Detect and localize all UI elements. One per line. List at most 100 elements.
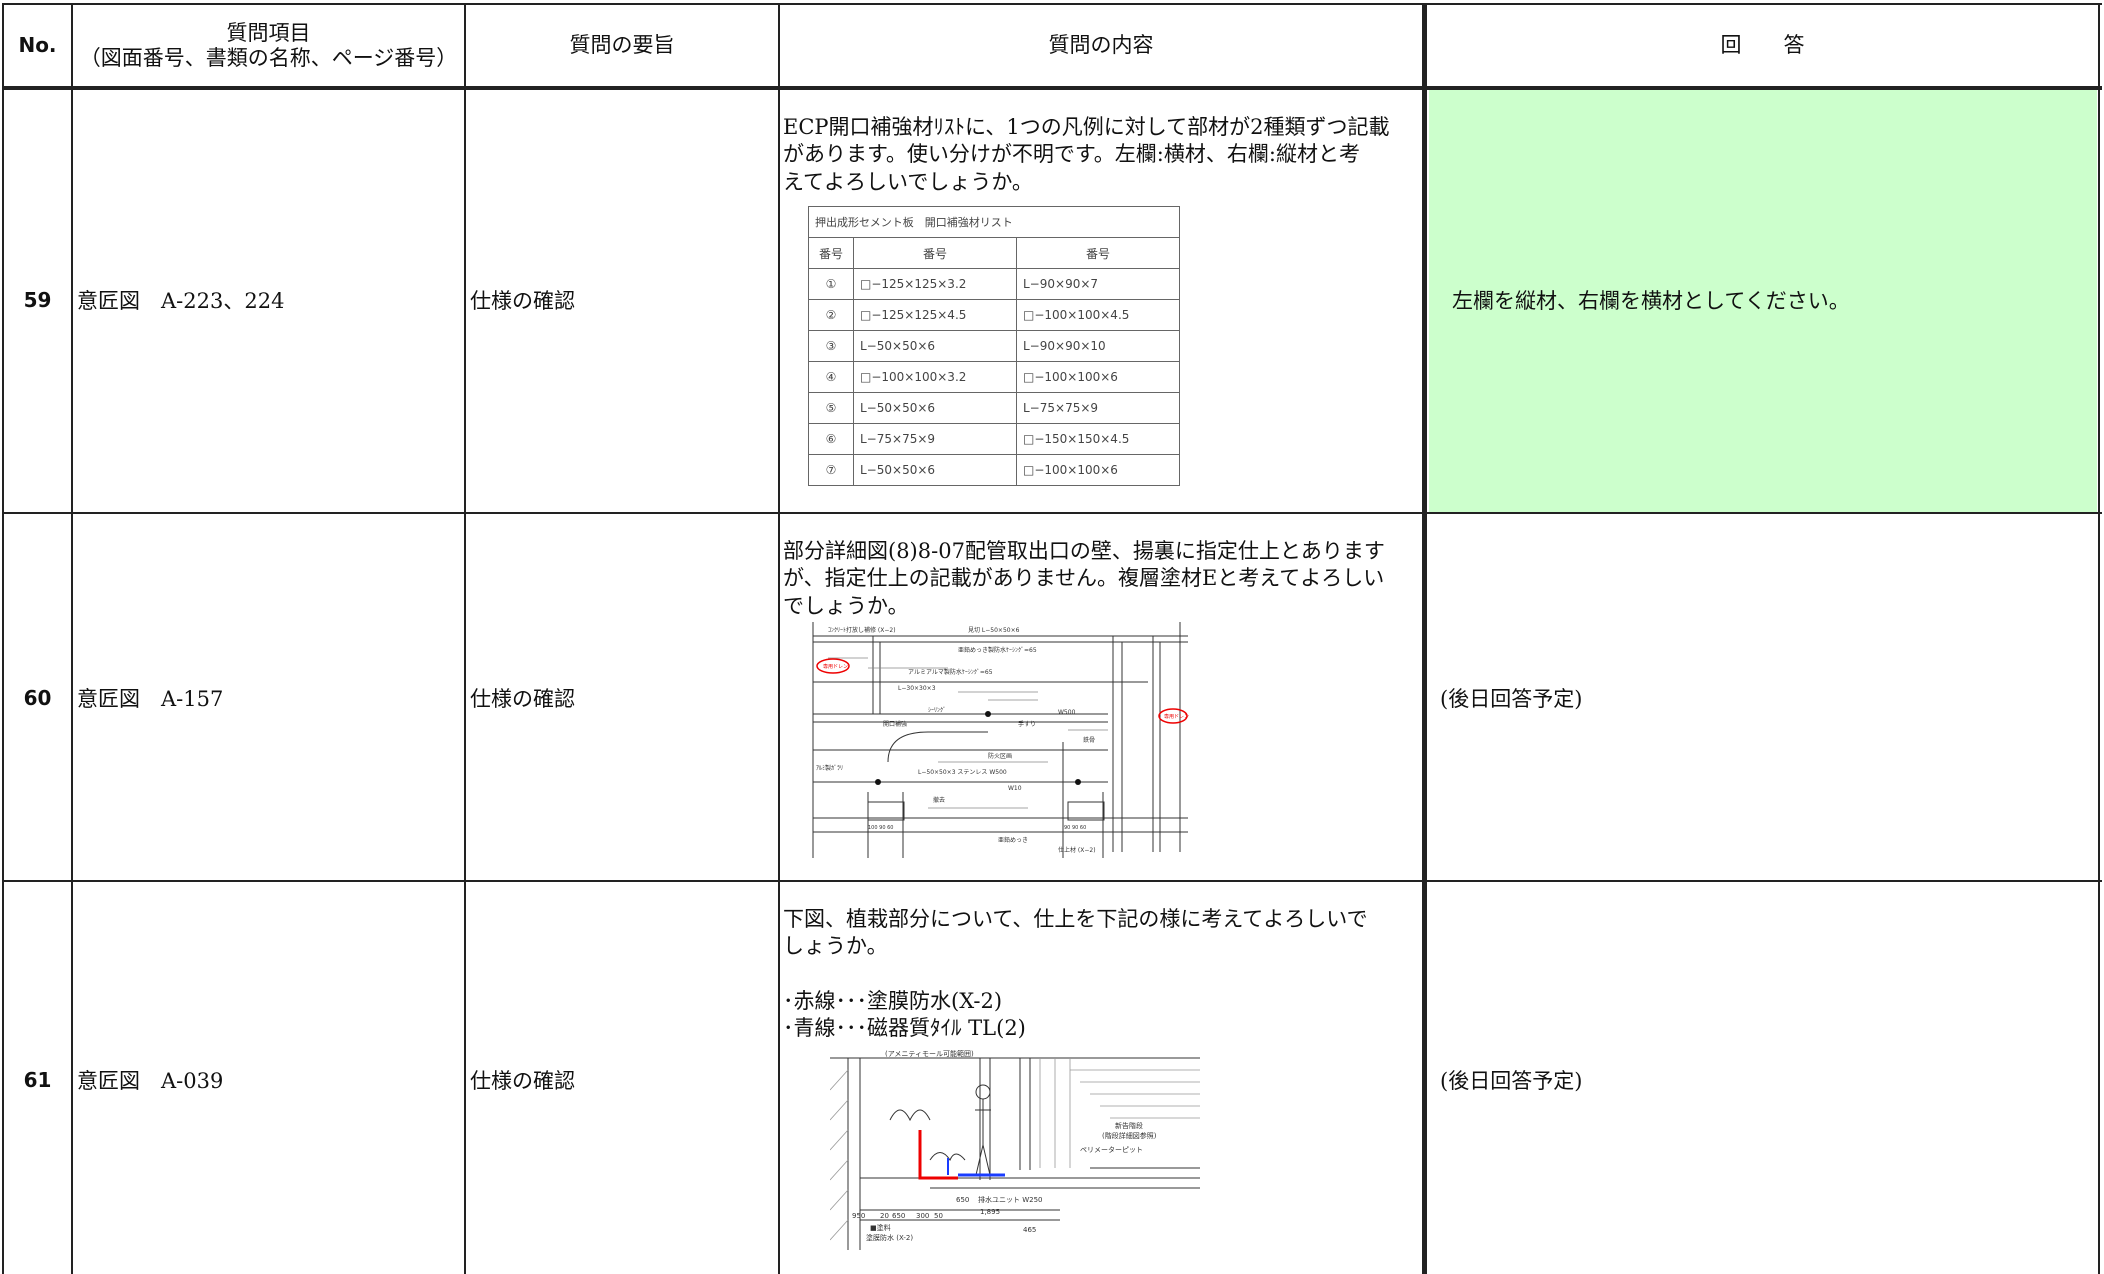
ref-cell: ④ bbox=[808, 361, 854, 393]
svg-text:L−30×30×3: L−30×30×3 bbox=[898, 685, 936, 692]
row-summary: 仕様の確認 bbox=[470, 289, 575, 313]
header-item: 質問項目 （図面番号、書類の名称、ページ番号） bbox=[73, 5, 464, 86]
row-item: 意匠図 A-223、224 bbox=[77, 289, 285, 313]
ref-cell: ⑤ bbox=[808, 392, 854, 424]
ref-cell: □−125×125×4.5 bbox=[853, 299, 1017, 331]
ref-cell: L−75×75×9 bbox=[1016, 392, 1180, 424]
row-item: 意匠図 A-157 bbox=[77, 687, 224, 711]
svg-text:亜鉛めっき製防水ｹｰｼﾝｸﾞ=65: 亜鉛めっき製防水ｹｰｼﾝｸﾞ=65 bbox=[958, 646, 1037, 654]
svg-text:アルミアルマ製防水ｹｰｼﾝｸﾞ=65: アルミアルマ製防水ｹｰｼﾝｸﾞ=65 bbox=[908, 668, 993, 676]
ref-cell: □−150×150×4.5 bbox=[1016, 423, 1180, 455]
content-line: があります。使い分けが不明です。左欄:横材、右欄:縦材と考 bbox=[783, 142, 1360, 167]
ref-cell: L−50×50×6 bbox=[853, 454, 1017, 486]
row-number: 60 bbox=[23, 686, 52, 710]
label-stair-detail: (階段詳細図参照) bbox=[1102, 1131, 1157, 1140]
row-content: ECP開口補強材ﾘｽﾄに、1つの凡例に対して部材が2種類ずつ記載 があります。使… bbox=[783, 114, 1419, 196]
svg-text:見切 L−50×50×6: 見切 L−50×50×6 bbox=[968, 627, 1020, 634]
header-summary: 質問の要旨 bbox=[569, 33, 675, 58]
ref-col-header: 番号 bbox=[853, 237, 1017, 269]
svg-text:ｺﾝｸﾘｰﾄ打放し補修 (X−2): ｺﾝｸﾘｰﾄ打放し補修 (X−2) bbox=[828, 626, 896, 634]
row-divider bbox=[2, 3, 2102, 5]
svg-text:W500: W500 bbox=[1058, 709, 1076, 716]
ref-cell: □−100×100×4.5 bbox=[1016, 299, 1180, 331]
dim-465: 465 bbox=[1023, 1226, 1036, 1234]
label-perimeter: ペリメーターピット bbox=[1080, 1145, 1143, 1154]
header-content: 質問の内容 bbox=[1048, 33, 1154, 58]
ref-table-title: 押出成形セメント板 開口補強材リスト bbox=[808, 206, 1180, 238]
dim-300: 300 bbox=[916, 1212, 929, 1220]
svg-text:90 90 60: 90 90 60 bbox=[1064, 825, 1086, 831]
header-item-line1: 質問項目 bbox=[226, 21, 311, 46]
svg-text:仕上材 (X−2): 仕上材 (X−2) bbox=[1058, 846, 1096, 854]
dim-950: 950 bbox=[852, 1212, 865, 1220]
ref-cell: ③ bbox=[808, 330, 854, 362]
content-line: えてよろしいでしょうか。 bbox=[783, 169, 1033, 194]
red-mark-left: 専用ドレン bbox=[823, 663, 848, 670]
row-summary: 仕様の確認 bbox=[470, 1069, 575, 1093]
dim-20: 20 bbox=[880, 1212, 889, 1220]
svg-text:W10: W10 bbox=[1008, 785, 1022, 792]
svg-text:鉄骨: 鉄骨 bbox=[1083, 736, 1095, 744]
row-item: 意匠図 A-039 bbox=[77, 1069, 224, 1093]
ref-cell: L−90×90×10 bbox=[1016, 330, 1180, 362]
svg-text:手すり: 手すり bbox=[1018, 720, 1036, 728]
row-number: 61 bbox=[23, 1068, 52, 1092]
svg-text:撤去: 撤去 bbox=[933, 796, 945, 804]
planting-section-drawing: (アメニティモール可能範囲) 新告階段 (階段詳細図参照) ペリメーターピット … bbox=[830, 1050, 1200, 1250]
ref-cell: ② bbox=[808, 299, 854, 331]
ref-col-header: 番号 bbox=[1016, 237, 1180, 269]
row-number: 59 bbox=[23, 288, 52, 312]
label-membrane: 塗膜防水 (X-2) bbox=[866, 1233, 913, 1242]
row-answer: (後日回答予定) bbox=[1440, 687, 1583, 711]
answer-highlight bbox=[1429, 90, 2097, 512]
ref-cell: ⑥ bbox=[808, 423, 854, 455]
svg-text:亜鉛めっき: 亜鉛めっき bbox=[998, 836, 1028, 844]
svg-text:100 90 60: 100 90 60 bbox=[868, 825, 893, 831]
content-line: しょうか。 bbox=[783, 934, 888, 959]
content-line: が、指定仕上の記載がありません。複層塗材Eと考えてよろしい bbox=[783, 566, 1385, 591]
label-stair: 新告階段 bbox=[1115, 1121, 1143, 1130]
content-line: 下図、植栽部分について、仕上を下記の様に考えてよろしいで bbox=[783, 907, 1368, 931]
col-divider bbox=[71, 4, 73, 1274]
svg-text:開口補強: 開口補強 bbox=[883, 720, 907, 728]
dim-650a: 650 bbox=[892, 1212, 905, 1220]
ref-cell: □−100×100×6 bbox=[1016, 454, 1180, 486]
svg-text:L−50×50×3 ステンレス W500: L−50×50×3 ステンレス W500 bbox=[918, 769, 1007, 776]
ref-col-header: 番号 bbox=[808, 237, 854, 269]
ref-cell: □−100×100×3.2 bbox=[853, 361, 1017, 393]
ref-cell: □−125×125×3.2 bbox=[853, 268, 1017, 300]
row-answer: 左欄を縦材、右欄を横材としてください。 bbox=[1452, 289, 1850, 313]
svg-text:ｼｰﾘﾝｸﾞ: ｼｰﾘﾝｸﾞ bbox=[928, 707, 946, 714]
col-divider bbox=[1422, 4, 1427, 1274]
row-answer: (後日回答予定) bbox=[1440, 1069, 1583, 1093]
row-divider bbox=[2, 86, 2102, 90]
dim-650b: 650 bbox=[956, 1196, 969, 1204]
content-line: ･赤線･･･塗膜防水(X-2) bbox=[783, 988, 1003, 1013]
reinforcement-list-figure: 押出成形セメント板 開口補強材リスト 番号 番号 番号 ①□−125×125×3… bbox=[808, 206, 1180, 486]
dim-50: 50 bbox=[934, 1212, 943, 1220]
label-paint: ■塗料 bbox=[870, 1223, 891, 1232]
col-divider bbox=[778, 4, 780, 1274]
detail-drawing-a157: ｺﾝｸﾘｰﾄ打放し補修 (X−2) 見切 L−50×50×6 亜鉛めっき製防水ｹ… bbox=[812, 622, 1189, 858]
col-divider bbox=[464, 4, 466, 1274]
dim-1895: 1,895 bbox=[980, 1208, 1000, 1216]
svg-text:ｱﾙﾐ製ｶﾞﾗﾘ: ｱﾙﾐ製ｶﾞﾗﾘ bbox=[816, 764, 843, 772]
content-line: ECP開口補強材ﾘｽﾄに、1つの凡例に対して部材が2種類ずつ記載 bbox=[783, 115, 1390, 139]
ref-cell: □−100×100×6 bbox=[1016, 361, 1180, 393]
row-content: 下図、植栽部分について、仕上を下記の様に考えてよろしいで しょうか。 ･赤線･･… bbox=[783, 906, 1419, 1042]
ref-cell: L−90×90×7 bbox=[1016, 268, 1180, 300]
header-item-line2: （図面番号、書類の名称、ページ番号） bbox=[79, 45, 458, 70]
ref-cell: L−50×50×6 bbox=[853, 330, 1017, 362]
col-divider bbox=[2098, 4, 2100, 1274]
content-line: 部分詳細図(8)8-07配管取出口の壁、揚裏に指定仕上とあります bbox=[783, 539, 1385, 563]
reinforcement-list-table: 押出成形セメント板 開口補強材リスト 番号 番号 番号 ①□−125×125×3… bbox=[808, 206, 1180, 486]
header-no: No. bbox=[18, 33, 57, 57]
col-divider bbox=[2, 4, 4, 1274]
ref-cell: ① bbox=[808, 268, 854, 300]
content-spacer bbox=[783, 961, 1419, 988]
label-amenity: (アメニティモール可能範囲) bbox=[885, 1050, 974, 1058]
ref-cell: L−50×50×6 bbox=[853, 392, 1017, 424]
row-summary: 仕様の確認 bbox=[470, 687, 575, 711]
header-answer: 回 答 bbox=[1720, 33, 1805, 58]
